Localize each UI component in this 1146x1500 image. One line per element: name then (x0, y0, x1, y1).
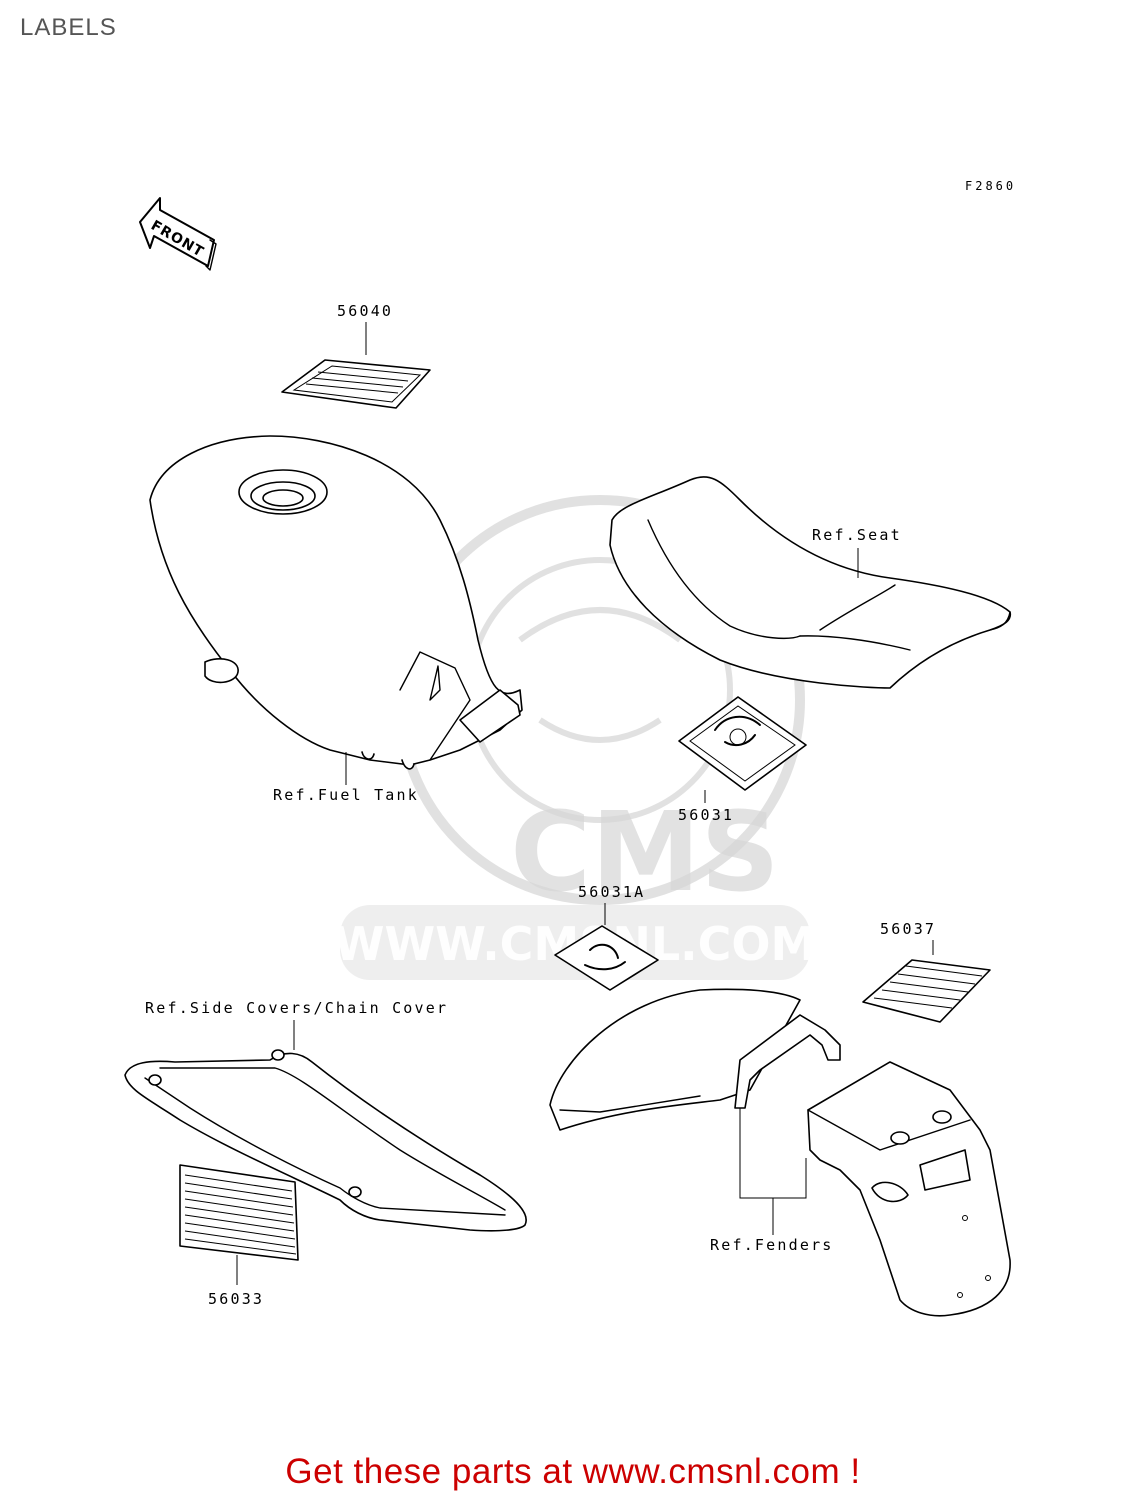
decal-56040[interactable]: 56040 (281, 302, 431, 409)
part-number-56040: 56040 (337, 302, 393, 320)
part-number-56037: 56037 (880, 920, 936, 938)
fuel-tank (149, 435, 523, 770)
fenders (549, 988, 1011, 1317)
part-number-56031a: 56031A (578, 883, 645, 901)
decal-56033[interactable]: 56033 (179, 1164, 299, 1308)
decal-56031[interactable]: 56031 (678, 696, 807, 824)
part-number-56031: 56031 (678, 806, 734, 824)
ref-seat: Ref.Seat (812, 526, 902, 544)
watermark-brand: CMS (510, 788, 779, 916)
decal-56031a[interactable]: 56031A (554, 883, 659, 991)
decal-56037[interactable]: 56037 (862, 920, 991, 1023)
side-cover (124, 1049, 527, 1232)
ref-fuel-tank: Ref.Fuel Tank (273, 786, 419, 804)
page-title: LABELS (20, 14, 117, 41)
seat (609, 476, 1012, 689)
front-arrow-icon: FRONT (139, 197, 217, 271)
ref-fenders: Ref.Fenders (710, 1236, 834, 1254)
part-number-56033: 56033 (208, 1290, 264, 1308)
footer-link[interactable]: Get these parts at www.cmsnl.com ! (285, 1452, 861, 1491)
figure-code: F2860 (965, 179, 1016, 193)
ref-side-covers: Ref.Side Covers/Chain Cover (145, 999, 448, 1017)
